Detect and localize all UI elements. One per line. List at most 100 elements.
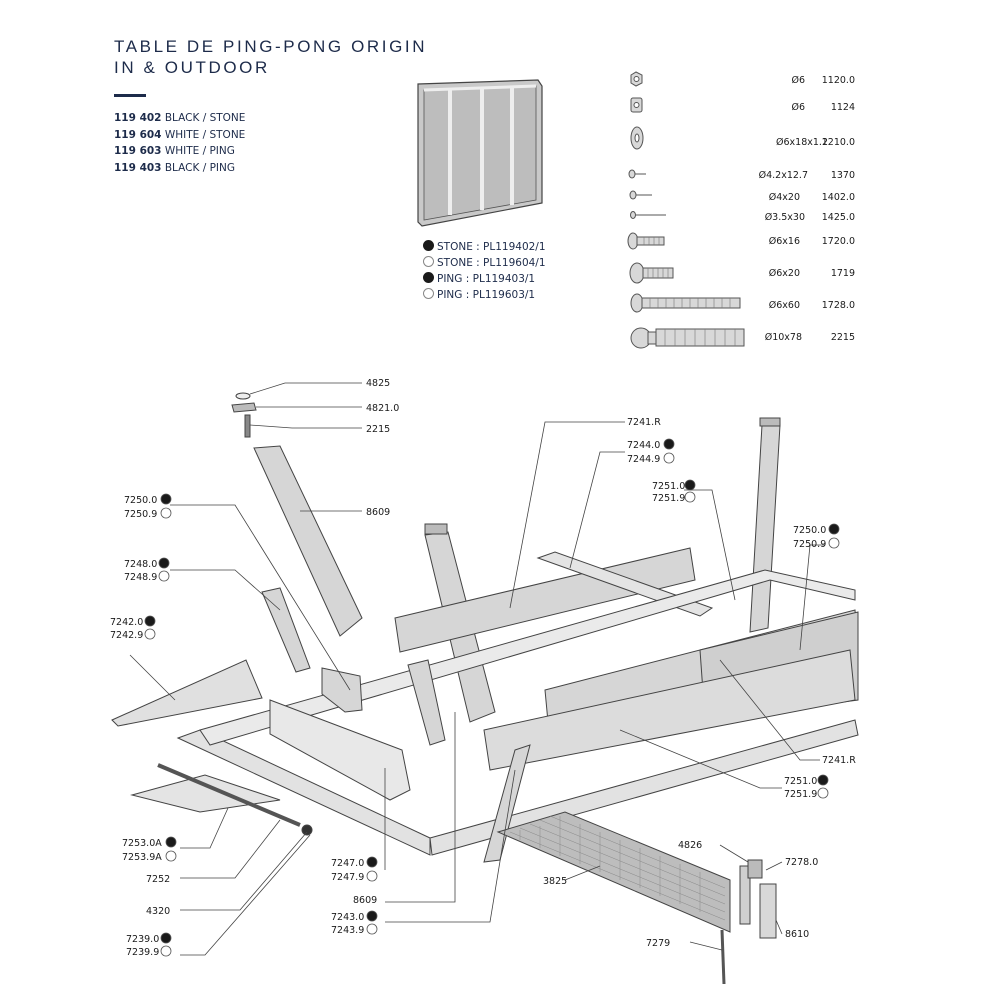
screw-icon [628, 169, 646, 179]
black-dot-icon [160, 493, 172, 505]
white-dot-icon [366, 923, 378, 935]
part-label: 4821.0 [366, 403, 399, 414]
hardware-size: Ø6x20 [769, 268, 800, 279]
part-label: 7253.0A [122, 838, 162, 849]
white-dot-icon [817, 787, 829, 799]
part-label: 7243.9 [331, 925, 364, 936]
part-label: 7252 [146, 874, 170, 885]
white-dot-icon [828, 537, 840, 549]
ball-bolt-icon [630, 327, 745, 349]
bolt-icon [629, 262, 674, 284]
colour-markers [144, 438, 840, 957]
black-dot-icon [160, 932, 172, 944]
part-label: 7251.9 [784, 789, 817, 800]
title-underline [114, 94, 146, 97]
black-dot-icon [423, 240, 434, 251]
white-dot-icon [144, 628, 156, 640]
model-name: WHITE / PING [164, 145, 235, 157]
black-dot-icon [158, 557, 170, 569]
hardware-ref: 1120.0 [822, 75, 855, 86]
variant-label: STONE : PL119402/1 [437, 241, 546, 253]
hardware-thread-hatching [643, 237, 736, 346]
part-label: 7247.9 [331, 872, 364, 883]
model-item: 119 603 WHITE / PING [114, 143, 245, 160]
part-label: 7250.9 [793, 539, 826, 550]
part-label: 7239.9 [126, 947, 159, 958]
part-label: 7251.9 [652, 493, 685, 504]
black-dot-icon [684, 479, 696, 491]
part-label: 7248.0 [124, 559, 157, 570]
model-item: 119 604 WHITE / STONE [114, 127, 245, 144]
table-top-panel-illustration [417, 79, 543, 227]
hardware-ref: 1370 [831, 170, 855, 181]
hardware-ref: 1425.0 [822, 212, 855, 223]
title-line-1: TABLE DE PING-PONG ORIGIN [114, 37, 428, 56]
model-code: 119 403 [114, 161, 162, 174]
hardware-table: Ø6 1120.0 Ø6 1124 Ø6x18x1.2 1210.0 Ø4.2x… [759, 75, 855, 343]
hardware-ref: 1210.0 [822, 137, 855, 148]
hardware-icons [627, 71, 745, 349]
part-label: 7251.0 [784, 776, 817, 787]
part-label: 7248.9 [124, 572, 157, 583]
variant-item: PING : PL119403/1 [423, 271, 546, 287]
variant-item: STONE : PL119604/1 [423, 255, 546, 271]
hardware-size: Ø3.5x30 [765, 212, 805, 223]
part-label: 8610 [785, 929, 809, 940]
hardware-ref: 2215 [831, 332, 855, 343]
hardware-size: Ø10x78 [765, 332, 802, 343]
model-name: BLACK / PING [164, 161, 235, 174]
white-dot-icon [423, 256, 434, 267]
part-label: 4320 [146, 906, 170, 917]
white-dot-icon [684, 491, 696, 503]
model-list: 119 402 BLACK / STONE 119 604 WHITE / ST… [114, 110, 245, 176]
hardware-size: Ø6x60 [769, 300, 800, 311]
part-label: 8609 [353, 895, 377, 906]
hardware-size: Ø4x20 [769, 192, 800, 203]
lock-nut-icon [630, 97, 643, 113]
white-dot-icon [366, 870, 378, 882]
model-name: BLACK / STONE [164, 112, 246, 124]
variant-label: PING : PL119603/1 [437, 289, 536, 301]
part-label: 7244.0 [627, 440, 660, 451]
part-label: 2215 [366, 424, 390, 435]
hardware-size: Ø6 [791, 75, 805, 86]
bolt-icon [627, 232, 665, 250]
model-name: WHITE / STONE [164, 128, 246, 141]
part-label: 7239.0 [126, 934, 159, 945]
black-dot-icon [366, 910, 378, 922]
washer-icon [630, 126, 644, 150]
part-label: 7244.9 [627, 454, 660, 465]
white-dot-icon [423, 288, 434, 299]
leader-lines [129, 382, 825, 956]
part-label: 7279 [646, 938, 670, 949]
part-label: 7250.0 [793, 525, 826, 536]
hardware-ref: 1720.0 [822, 236, 855, 247]
part-label: 7242.0 [110, 617, 143, 628]
hardware-size: Ø6x18x1.2 [776, 137, 828, 148]
part-label: 7278.0 [785, 857, 818, 868]
white-dot-icon [663, 452, 675, 464]
variant-item: STONE : PL119402/1 [423, 239, 546, 255]
exploded-assembly-drawing [111, 392, 859, 985]
part-label: 4826 [678, 840, 702, 851]
hardware-ref: 1719 [831, 268, 855, 279]
part-label: 8609 [366, 507, 390, 518]
hardware-ref: 1124 [831, 102, 855, 113]
black-dot-icon [366, 856, 378, 868]
bolt-icon [630, 293, 741, 313]
part-label: 7241.R [822, 755, 856, 766]
white-dot-icon [165, 850, 177, 862]
variant-label: PING : PL119403/1 [437, 273, 536, 285]
nut-icon [630, 71, 643, 87]
variant-item: PING : PL119603/1 [423, 287, 546, 303]
model-item: 119 402 BLACK / STONE [114, 110, 245, 127]
title-line-2: IN & OUTDOOR [114, 58, 270, 77]
net-mesh-hatching [509, 815, 726, 921]
part-label: 3825 [543, 876, 567, 887]
hardware-size: Ø4.2x12.7 [759, 170, 808, 181]
black-dot-icon [663, 438, 675, 450]
part-label: 7247.0 [331, 858, 364, 869]
hardware-ref: 1728.0 [822, 300, 855, 311]
black-dot-icon [165, 836, 177, 848]
part-label: 4825 [366, 378, 390, 389]
